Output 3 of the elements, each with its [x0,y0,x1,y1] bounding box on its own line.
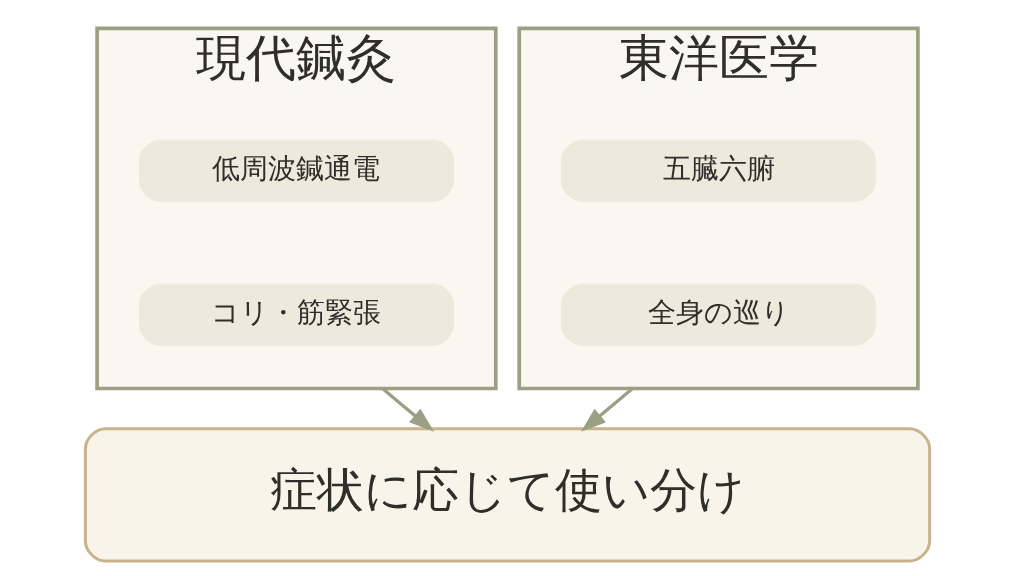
arrow [580,387,634,432]
node-box: 症状に応じて使い分け [83,427,931,563]
arrow [380,387,434,432]
